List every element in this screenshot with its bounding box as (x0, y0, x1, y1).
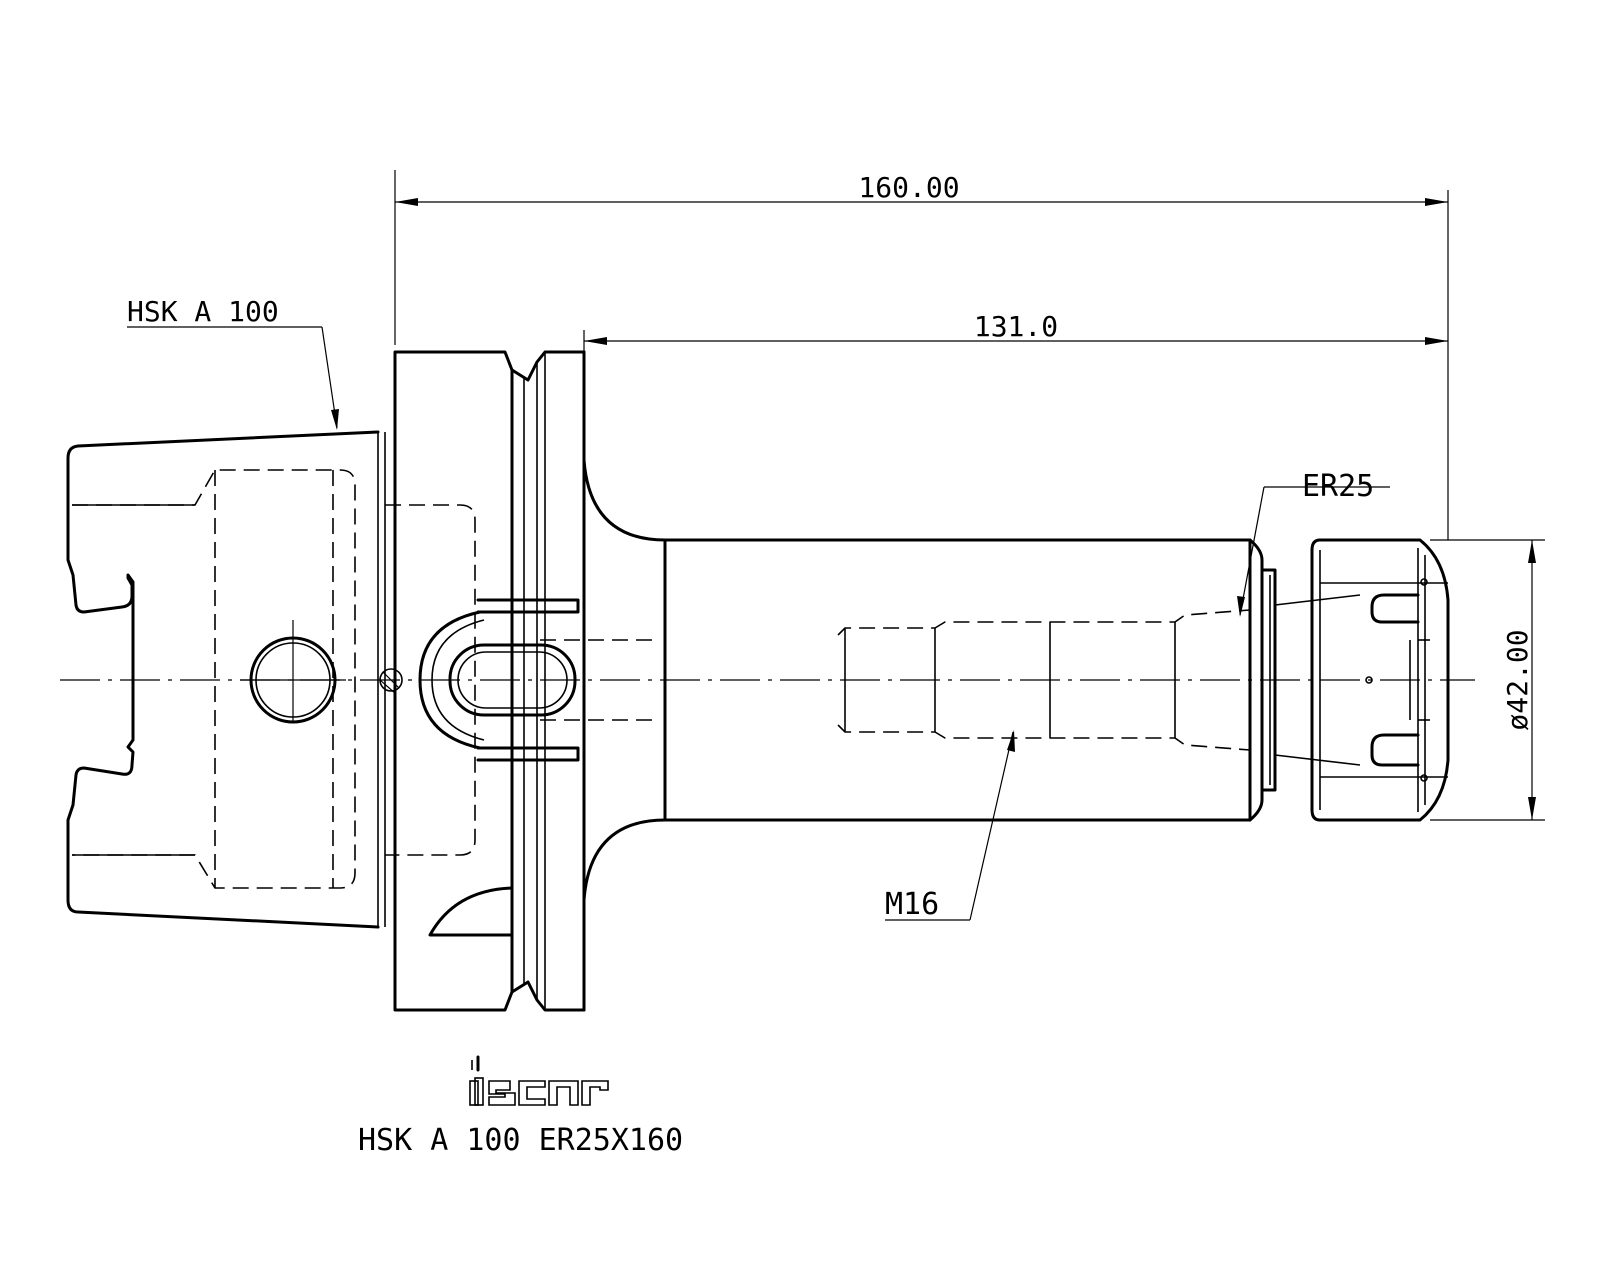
callout-collet-leader (1237, 486, 1390, 617)
flange (379, 350, 660, 1012)
part-number: HSK A 100 ER25X160 (358, 1123, 683, 1158)
er25-collet-nut (1310, 538, 1450, 822)
callout-shank-label: HSK A 100 (127, 295, 279, 328)
dimension-overall-length (394, 170, 1449, 540)
dimension-projection-length (583, 330, 1448, 352)
dimension-diameter (1430, 539, 1545, 821)
callout-thread-label: M16 (885, 887, 939, 922)
hsk-shank (66, 430, 476, 929)
callout-shank-leader (127, 326, 339, 430)
dimension-overall-length-label: 160.00 (858, 171, 959, 204)
callout-collet-label: ER25 (1302, 469, 1374, 504)
dimension-projection-length-label: 131.0 (974, 310, 1058, 343)
iscar-logo (469, 1055, 609, 1106)
callout-thread-leader (885, 730, 1015, 921)
dimension-diameter-label: ø42.00 (1501, 629, 1534, 730)
holder-body (582, 350, 1361, 1012)
